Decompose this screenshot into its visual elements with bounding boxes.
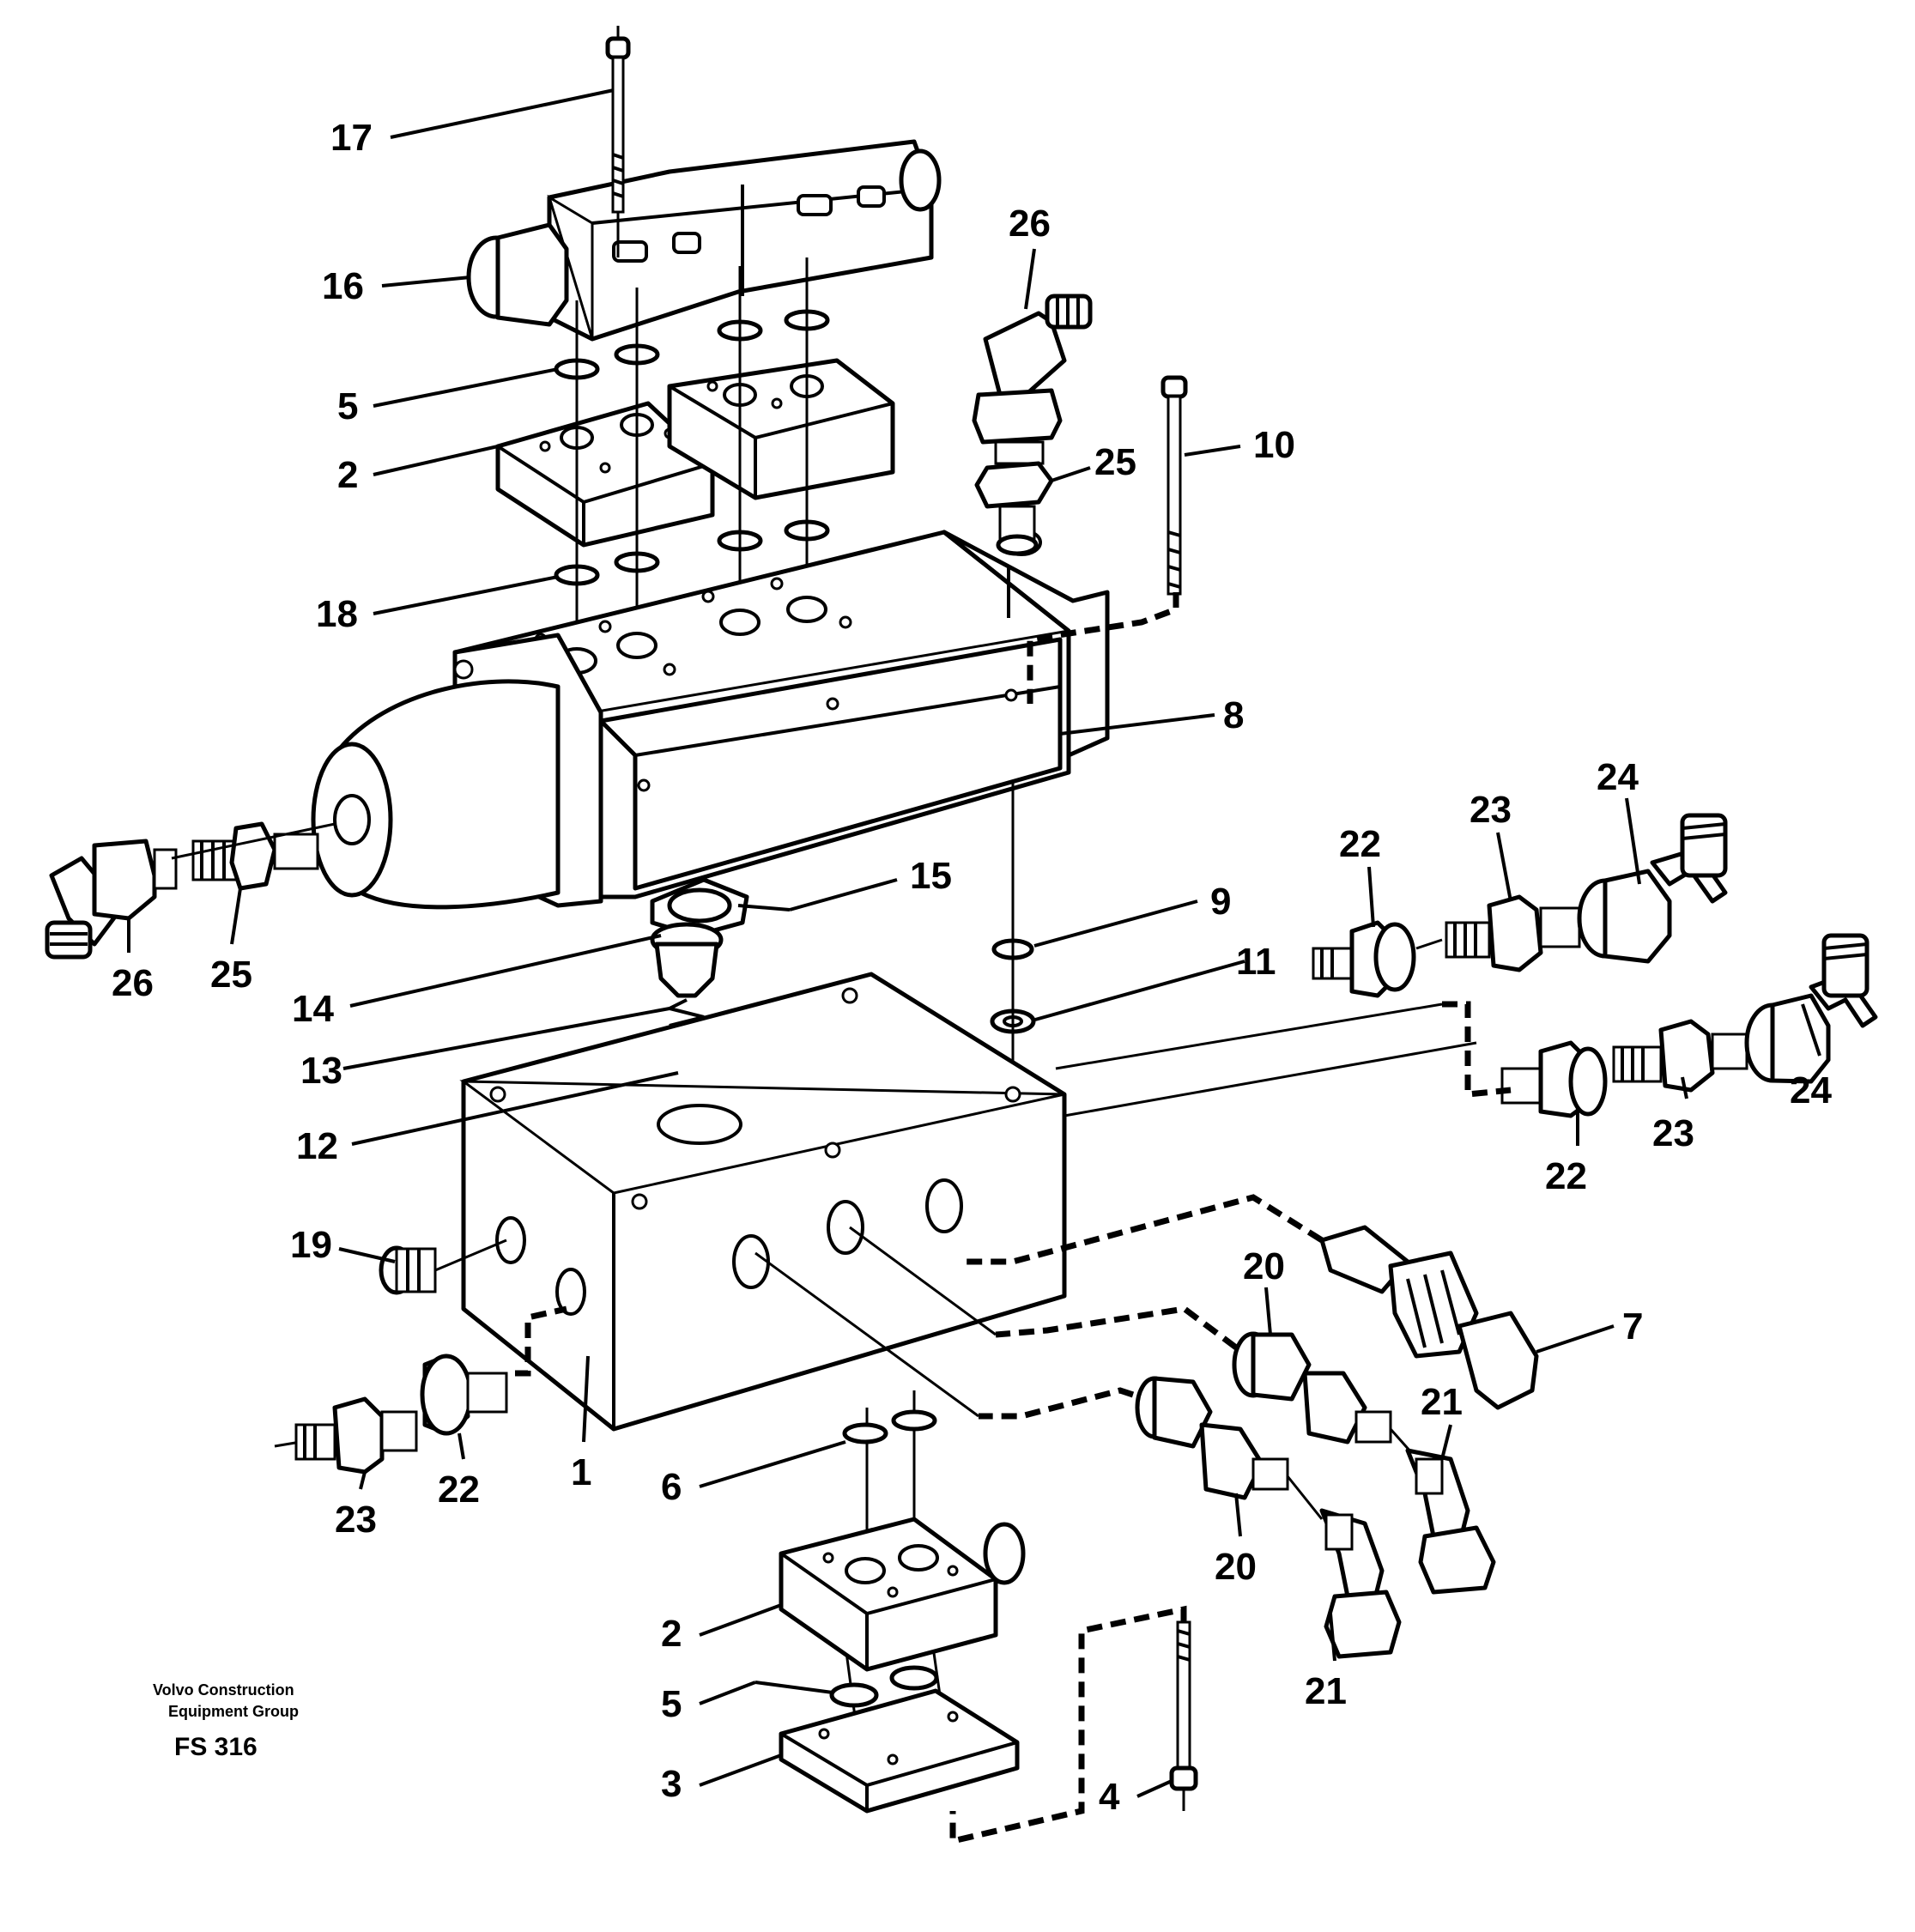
callout-13: 13 <box>300 1050 342 1092</box>
callout-25-left: 25 <box>210 954 252 996</box>
base-plate-3 <box>779 1688 1020 1814</box>
callout-18: 18 <box>316 593 358 635</box>
callout-20-upper: 20 <box>1243 1245 1285 1287</box>
fitting-23-left <box>274 1396 418 1475</box>
bolt-10 <box>1161 375 1188 596</box>
fitting-25-left <box>171 821 336 891</box>
callout-5-upper: 5 <box>337 385 358 427</box>
callout-3: 3 <box>661 1763 682 1805</box>
callout-24-lower: 24 <box>1790 1069 1832 1111</box>
valve-seat-14 <box>650 922 724 998</box>
main-block-1 <box>459 972 1067 1432</box>
callout-20-lower: 20 <box>1215 1546 1257 1588</box>
callout-26-left: 26 <box>112 962 154 1004</box>
dashed-path-bolt-4 <box>949 1605 1187 1845</box>
footer-figure-code: FS 316 <box>174 1733 258 1761</box>
dashed-path-plug-7 <box>961 1194 1324 1265</box>
valve-15 <box>650 877 749 938</box>
callout-1: 1 <box>571 1451 591 1493</box>
dashed-path-left <box>515 1305 567 1377</box>
dashed-path-bolt-10 <box>1027 592 1179 704</box>
callout-4: 4 <box>1099 1776 1120 1818</box>
callout-11: 11 <box>1236 941 1276 983</box>
bolt-17 <box>605 26 631 257</box>
footer-company-line1: Volvo Construction <box>153 1681 294 1699</box>
fitting-25-upper <box>974 461 1054 556</box>
elbow-fitting-26-upper <box>972 294 1093 465</box>
callout-17: 17 <box>330 117 373 159</box>
callout-23-left: 23 <box>335 1499 377 1541</box>
union-20-upper <box>1232 1331 1392 1444</box>
intermediate-plate-2-lower <box>779 1517 1026 1672</box>
callout-2-lower: 2 <box>661 1613 682 1655</box>
callout-22-lower: 22 <box>1545 1155 1587 1197</box>
callout-15: 15 <box>910 855 952 897</box>
assembly-axes-upper <box>575 257 809 669</box>
callout-6: 6 <box>661 1466 682 1508</box>
o-rings-5-lower <box>829 1665 939 1708</box>
callout-26-upper: 26 <box>1009 203 1051 245</box>
elbow-fitting-26-left <box>45 839 178 960</box>
elbow-24-upper <box>1577 813 1728 964</box>
callout-10: 10 <box>1253 424 1295 466</box>
bolt-4 <box>1169 1620 1198 1811</box>
callout-25-upper: 25 <box>1094 441 1136 483</box>
elbow-24-lower <box>1744 933 1878 1084</box>
footer-block: Volvo Construction Equipment Group FS 31… <box>153 1681 299 1761</box>
footer-company-line2: Equipment Group <box>168 1703 299 1720</box>
callout-labels: 17 16 26 5 10 25 2 18 8 24 23 22 15 9 26… <box>112 88 1832 1818</box>
o-rings-6 <box>842 1409 937 1444</box>
callout-8: 8 <box>1223 694 1244 736</box>
callout-22-upper: 22 <box>1339 823 1381 865</box>
elbow-21-upper <box>1389 1428 1496 1595</box>
callout-21-lower: 21 <box>1305 1670 1347 1712</box>
callout-14: 14 <box>292 988 334 1030</box>
callout-23-lower: 23 <box>1652 1112 1694 1154</box>
fitting-23-lower <box>1612 1019 1748 1093</box>
callout-23-upper: 23 <box>1470 789 1512 831</box>
callout-12: 12 <box>296 1125 338 1167</box>
cylinder-housing-8 <box>311 529 1110 910</box>
union-20-lower <box>1135 1376 1289 1500</box>
callout-24-upper: 24 <box>1597 756 1639 798</box>
callout-7: 7 <box>1622 1305 1643 1348</box>
axis-union-20-lower <box>754 1251 979 1418</box>
plug-7 <box>1319 1225 1539 1410</box>
fitting-23-upper <box>1415 894 1581 972</box>
dashed-path-union-20-lower <box>979 1387 1135 1420</box>
callout-2-upper: 2 <box>337 454 358 496</box>
fitting-22-left <box>420 1354 508 1436</box>
elbow-21-lower <box>1286 1475 1402 1659</box>
fitting-22-lower <box>1500 1040 1608 1118</box>
callout-16: 16 <box>322 265 364 307</box>
dashed-path-right <box>1442 1001 1512 1098</box>
axis-union-20-upper <box>849 1226 997 1336</box>
callout-9: 9 <box>1210 881 1231 923</box>
callout-22-left: 22 <box>438 1469 480 1511</box>
solenoid-valve-16 <box>466 139 942 342</box>
callout-19: 19 <box>290 1224 332 1266</box>
dashed-path-union-20-upper <box>995 1305 1239 1350</box>
fitting-22-upper <box>1312 920 1416 998</box>
callout-5-lower: 5 <box>661 1683 682 1725</box>
callout-21-upper: 21 <box>1421 1381 1463 1423</box>
